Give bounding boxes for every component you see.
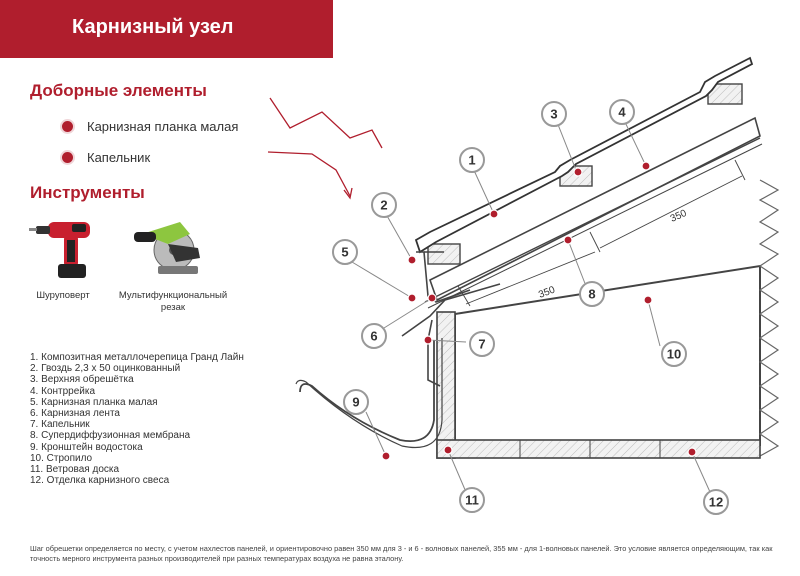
accessory-label: Капельник <box>87 149 151 165</box>
callout-circle <box>579 281 605 307</box>
callout-circle <box>541 101 567 127</box>
dimension-label: 350 <box>669 208 689 225</box>
saw-icon <box>134 222 200 274</box>
callout-circle <box>343 389 369 415</box>
upper-batten <box>427 243 461 265</box>
legend-item: 8. Супердиффузионная мембрана <box>30 430 191 442</box>
legend: 1. Композитная металлочерепица Гранд Лай… <box>30 352 244 486</box>
legend-item: 5. Карнизная планка малая <box>30 396 158 408</box>
callout-number: 12 <box>709 495 723 510</box>
tool-label: Шуруповерт <box>36 290 90 301</box>
legend-item: 2. Гвоздь 2,3 х 50 оцинкованный <box>30 363 181 375</box>
callout-number: 7 <box>478 337 485 352</box>
legend-item: 3. Верхняя обрешётка <box>30 374 134 386</box>
callout-circle <box>361 323 387 349</box>
membrane <box>424 137 761 303</box>
callout-circle <box>332 239 358 265</box>
accessory-label: Карнизная планка малая <box>87 118 239 134</box>
bullet-icon <box>62 120 73 132</box>
page-title: Карнизный узел <box>72 16 234 38</box>
arrow-icon <box>267 151 351 197</box>
callout-circle <box>609 99 635 125</box>
gutter-bracket <box>299 340 435 442</box>
footnote: Шаг обрешетки определяется по месту, с у… <box>30 544 773 563</box>
callout-number: 4 <box>618 105 626 120</box>
legend-item: 9. Кронштейн водостока <box>30 441 143 453</box>
callout-number: 1 <box>468 153 475 168</box>
callout-circle <box>469 331 495 357</box>
soffit <box>436 439 761 459</box>
tool-label: Мультифункциональный резак <box>118 290 228 313</box>
drip-edge <box>401 283 501 337</box>
callout-number: 2 <box>380 198 387 213</box>
callout-circle <box>703 489 729 515</box>
legend-item: 7. Капельник <box>30 419 90 431</box>
callout-circle <box>459 487 485 513</box>
callout-circle <box>459 147 485 173</box>
legend-item: 11. Ветровая доска <box>30 464 120 476</box>
legend-item: 12. Отделка карнизного свеса <box>30 475 170 487</box>
callout-number: 6 <box>370 329 377 344</box>
callout-number: 8 <box>588 287 595 302</box>
arrow-icon <box>269 97 383 149</box>
callout-number: 11 <box>465 493 479 508</box>
rafter <box>454 264 761 446</box>
screwdriver-icon <box>29 222 90 278</box>
callout-number: 3 <box>550 107 557 122</box>
callout-circle <box>661 341 687 367</box>
legend-item: 4. Контррейка <box>30 385 96 397</box>
title-bar <box>0 0 333 58</box>
bullet-icon <box>62 151 73 163</box>
accessory-item: Капельник <box>62 147 150 167</box>
counter-batten <box>429 116 761 302</box>
metal-tile <box>414 56 754 254</box>
tools-heading: Инструменты <box>30 183 145 202</box>
accessories-heading: Доборные элементы <box>30 81 207 100</box>
legend-item: 10. Стропило <box>30 452 93 464</box>
callout-number: 5 <box>341 245 348 260</box>
callout-circle <box>371 192 397 218</box>
accessory-item: Карнизная планка малая <box>62 116 238 136</box>
legend-item: 6. Карнизная лента <box>30 408 120 420</box>
callout-number: 9 <box>352 395 359 410</box>
legend-item: 1. Композитная металлочерепица Гранд Лай… <box>30 352 244 363</box>
callout-number: 10 <box>667 347 681 362</box>
